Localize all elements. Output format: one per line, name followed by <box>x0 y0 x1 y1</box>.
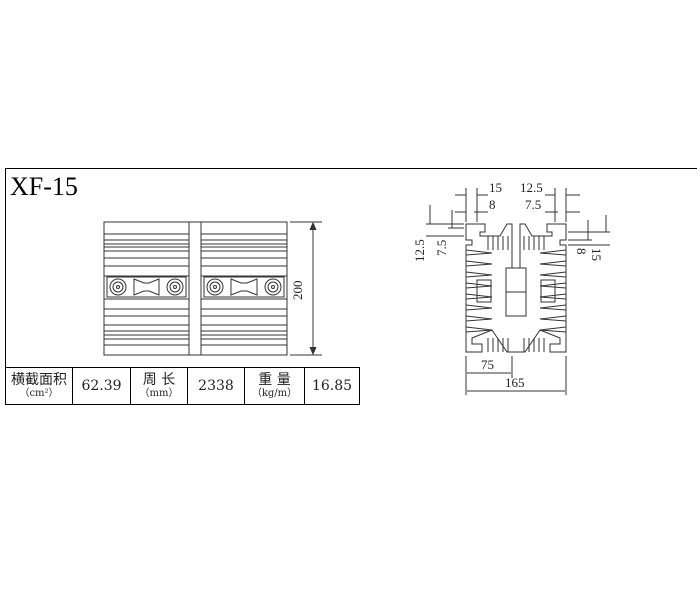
dim-right-15: 15 <box>589 248 604 261</box>
drawing-frame <box>5 168 697 405</box>
bolt-icon <box>267 281 279 293</box>
bolt-icon <box>213 285 217 289</box>
dim-left-7-5: 7.5 <box>434 240 449 256</box>
fin <box>539 271 567 278</box>
fin <box>465 315 493 322</box>
weight-unit: （kg/m） <box>251 388 298 399</box>
clamp-plate <box>106 276 187 298</box>
fin <box>539 260 567 267</box>
fin <box>539 282 567 289</box>
fin <box>539 304 567 311</box>
weight-label: 重 量 <box>258 372 291 388</box>
side-view: 200 <box>103 221 322 356</box>
dim-right-8: 8 <box>574 248 589 255</box>
fin <box>465 249 493 256</box>
area-label-cell: 横截面积（cm²） <box>5 367 73 405</box>
clamp-bar <box>230 278 258 296</box>
dim-75: 75 <box>481 357 494 372</box>
bolt-icon <box>173 285 177 289</box>
weight-value: 16.85 <box>304 367 360 405</box>
fin <box>539 326 567 333</box>
clamp-bar <box>133 278 160 296</box>
bolt-icon <box>116 285 120 289</box>
bolt-icon <box>112 281 124 293</box>
bolt-icon <box>209 281 221 293</box>
dim-left-12-5: 12.5 <box>412 239 427 262</box>
fin <box>539 249 567 256</box>
perimeter-label: 周 长 <box>142 372 176 388</box>
fin <box>465 282 493 289</box>
fin <box>539 315 567 322</box>
bolt-icon <box>264 278 282 296</box>
dim-7-5: 7.5 <box>525 197 541 212</box>
height-dimension: 200 <box>290 281 305 301</box>
bolt-icon <box>166 278 184 296</box>
fin <box>465 271 493 278</box>
area-value: 62.39 <box>72 367 131 405</box>
spec-table: 横截面积（cm²） 62.39 周 长（mm） 2338 重 量（kg/m） 1… <box>5 367 360 405</box>
area-label: 横截面积 <box>11 372 67 388</box>
fin <box>465 304 493 311</box>
weight-label-cell: 重 量（kg/m） <box>244 367 305 405</box>
area-unit: （cm²） <box>19 388 59 399</box>
bolt-icon <box>206 278 224 296</box>
perimeter-label-cell: 周 长（mm） <box>130 367 188 405</box>
bolt-icon <box>271 285 275 289</box>
fin <box>539 293 567 300</box>
section-view: 15 8 12.5 7.5 12.5 7.5 8 15 75 165 <box>412 180 610 395</box>
perimeter-unit: （mm） <box>139 388 179 399</box>
model-title: XF-15 <box>10 172 78 201</box>
fin <box>465 260 493 267</box>
dim-12-5: 12.5 <box>520 180 543 195</box>
dim-15: 15 <box>489 180 502 195</box>
clamp-plate <box>203 276 285 298</box>
bolt-icon <box>169 281 181 293</box>
fin <box>465 326 493 333</box>
bolt-icon <box>109 278 127 296</box>
fin <box>465 293 493 300</box>
dim-165: 165 <box>505 375 525 390</box>
dim-8: 8 <box>489 197 496 212</box>
perimeter-value: 2338 <box>187 367 245 405</box>
